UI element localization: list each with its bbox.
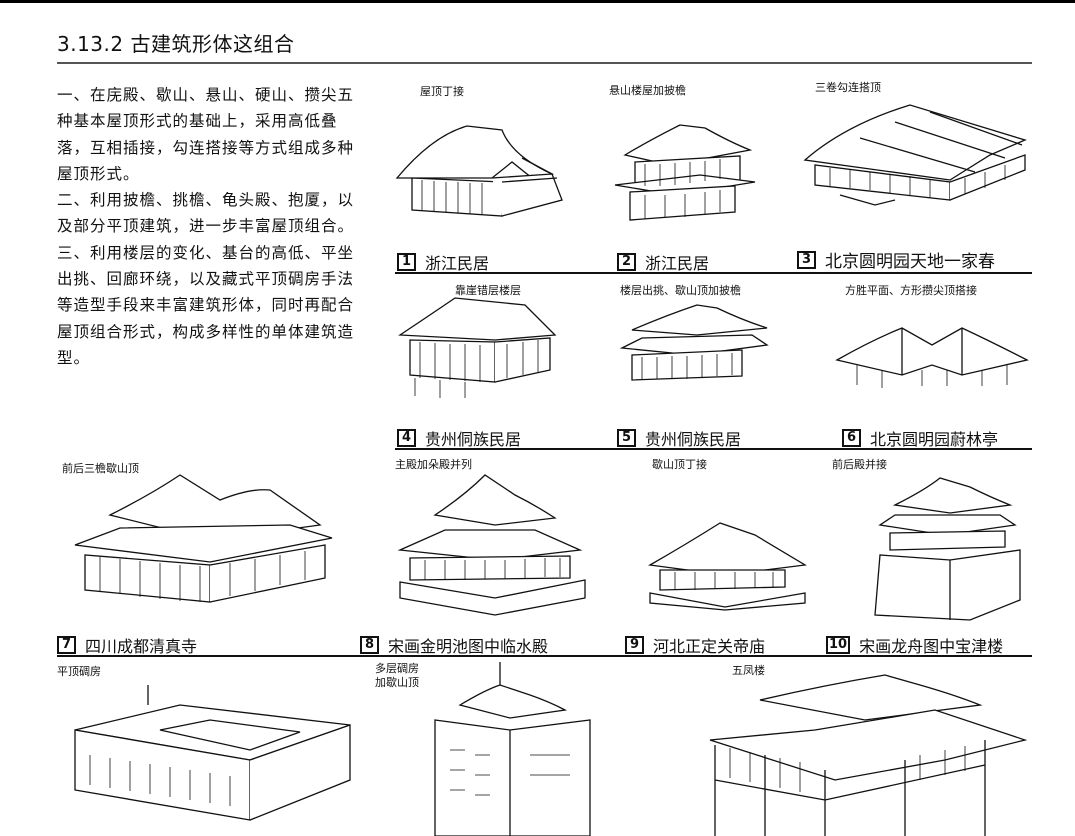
figure-4-drawing [398,297,557,398]
figure-9-caption: 9 河北正定关帝庙 [625,633,765,657]
figure-3-number: 3 [797,250,816,269]
figure-10-number: 10 [826,636,851,654]
figure-5-title: 贵州侗族民居 [645,430,742,449]
section-title: 3.13.2 古建筑形体这组合 [57,32,295,56]
figure-1-title: 浙江民居 [425,254,490,273]
multi-fort-drawing [434,662,591,836]
figure-5-label: 楼层出挑、歇山顶加披檐 [620,284,741,297]
figure-3-title: 北京圆明园天地一家春 [825,252,995,272]
flat-fort-drawing [74,685,351,821]
figure-2-number: 2 [617,253,636,271]
figure-10-label: 前后殿并接 [832,458,887,471]
figure-9-title: 河北正定关帝庙 [653,637,766,656]
figure-10-title: 宋画龙舟图中宝津楼 [859,637,1004,656]
figure-8-caption: 8 宋画金明池图中临水殿 [360,633,548,657]
row-2-divider [395,448,1032,450]
figure-10-drawing [874,477,1021,621]
figure-1-drawing [395,125,563,217]
top-bar [0,0,1075,3]
figure-3-drawing [803,104,1027,206]
intro-text: 一、在庑殿、歇山、悬山、硬山、攒尖五种基本屋顶形式的基础上，采用高低叠落，互相插… [57,82,357,371]
figure-5-drawing [619,304,769,381]
figure-8-label: 主殿加朵殿并列 [395,458,472,471]
row-1-divider [395,272,1032,274]
figure-6-title: 北京圆明园蔚林亭 [870,430,999,449]
figure-8-number: 8 [360,636,379,654]
figure-7-drawing [74,474,333,603]
figure-7-number: 7 [57,636,76,654]
title-rule [57,62,1032,64]
multi-fort-label-line-2: 加歇山顶 [375,676,419,689]
figure-9-number: 9 [625,636,644,654]
figure-2-caption: 2 浙江民居 [617,250,709,274]
figure-4-title: 贵州侗族民居 [425,430,522,449]
figure-4-number: 4 [397,429,416,447]
figure-6-number: 6 [842,429,861,447]
figure-5-number: 5 [617,429,636,447]
multi-fort-label-line-1: 多层碉房 [375,662,419,675]
figure-7-caption: 7 四川成都清真寺 [57,633,197,657]
five-phoenix-label: 五凤楼 [732,664,765,677]
figure-1-caption: 1 浙江民居 [397,250,489,274]
figure-2-label: 悬山楼屋加披檐 [609,84,686,97]
figure-6-drawing [835,327,1029,388]
figure-4-caption: 4 贵州侗族民居 [397,426,521,450]
figure-7-title: 四川成都清真寺 [85,637,198,656]
figure-8-drawing [397,474,586,616]
figure-9-drawing [648,522,807,611]
figure-3-label: 三卷勾连搭顶 [815,81,881,94]
figure-6-label: 方胜平面、方形攒尖顶搭接 [845,284,977,297]
figure-8-title: 宋画金明池图中临水殿 [388,637,549,656]
figure-4-label: 靠崖错层楼层 [455,284,521,297]
figure-1-label: 屋顶丁接 [420,85,464,98]
intro-paragraph-3: 三、利用楼层的变化、基台的高低、平坐出挑、回廊环绕，以及藏式平顶碉房手法等造型手… [57,243,355,367]
figure-10-caption: 10 宋画龙舟图中宝津楼 [826,633,1003,657]
figure-3-caption: 3 北京圆明园天地一家春 [797,247,995,272]
row-3-divider [57,655,1032,657]
multi-fort-label: 多层碉房 加歇山顶 [375,662,419,690]
flat-fort-label: 平顶碉房 [57,665,101,678]
five-phoenix-drawing [709,674,1028,836]
figure-1-number: 1 [397,253,416,271]
figure-2-title: 浙江民居 [645,254,710,273]
intro-paragraph-1: 一、在庑殿、歇山、悬山、硬山、攒尖五种基本屋顶形式的基础上，采用高低叠落，互相插… [57,86,355,183]
figure-7-label: 前后三檐歇山顶 [62,462,139,475]
figure-5-caption: 5 贵州侗族民居 [617,426,741,450]
figure-9-label: 歇山顶丁接 [652,458,707,471]
figure-2-drawing [614,124,756,221]
figure-6-caption: 6 北京圆明园蔚林亭 [842,426,998,450]
intro-paragraph-2: 二、利用披檐、挑檐、龟头殿、抱厦，以及部分平顶建筑，进一步丰富屋顶组合。 [57,191,355,236]
